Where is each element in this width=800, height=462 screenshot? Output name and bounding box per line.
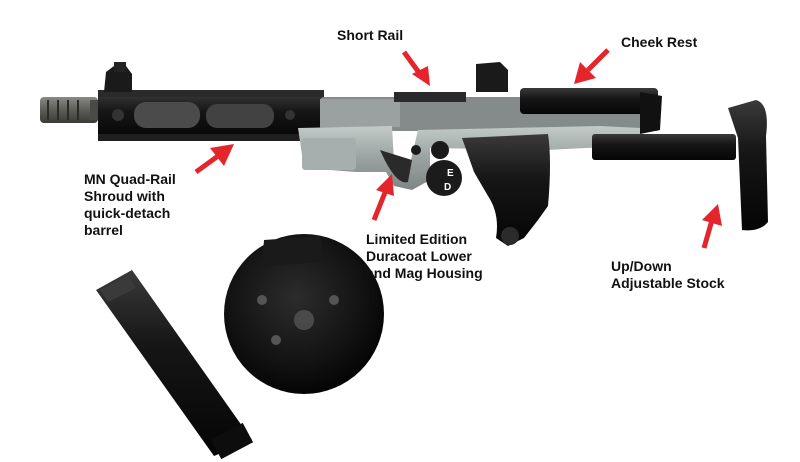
selector-mark-d: D — [444, 182, 451, 193]
duracoat-lower — [298, 126, 640, 196]
drum-magazine — [224, 234, 384, 394]
stick-magazine — [96, 270, 254, 460]
quad-rail-shroud — [98, 90, 324, 141]
label-quad-rail-shroud: MN Quad-Rail Shroud with quick-detach ba… — [84, 171, 176, 238]
arrow-quad-rail-icon — [194, 144, 234, 175]
label-short-rail: Short Rail — [337, 27, 404, 43]
label-duracoat-lower: Limited Edition Duracoat Lower and Mag H… — [366, 231, 483, 281]
front-sight — [104, 62, 132, 92]
arrow-lower-icon — [371, 174, 394, 221]
adjustable-stock — [592, 100, 768, 231]
upper-receiver — [320, 62, 662, 134]
flash-hider — [40, 97, 104, 123]
pistol-grip — [462, 134, 550, 246]
selector-mark-e: E — [447, 168, 454, 179]
arrow-cheek-rest-icon — [574, 48, 610, 84]
arrow-short-rail-icon — [401, 50, 430, 86]
arrow-stock-icon — [701, 204, 722, 249]
label-cheek-rest: Cheek Rest — [621, 34, 698, 50]
label-adjustable-stock: Up/Down Adjustable Stock — [611, 258, 725, 291]
